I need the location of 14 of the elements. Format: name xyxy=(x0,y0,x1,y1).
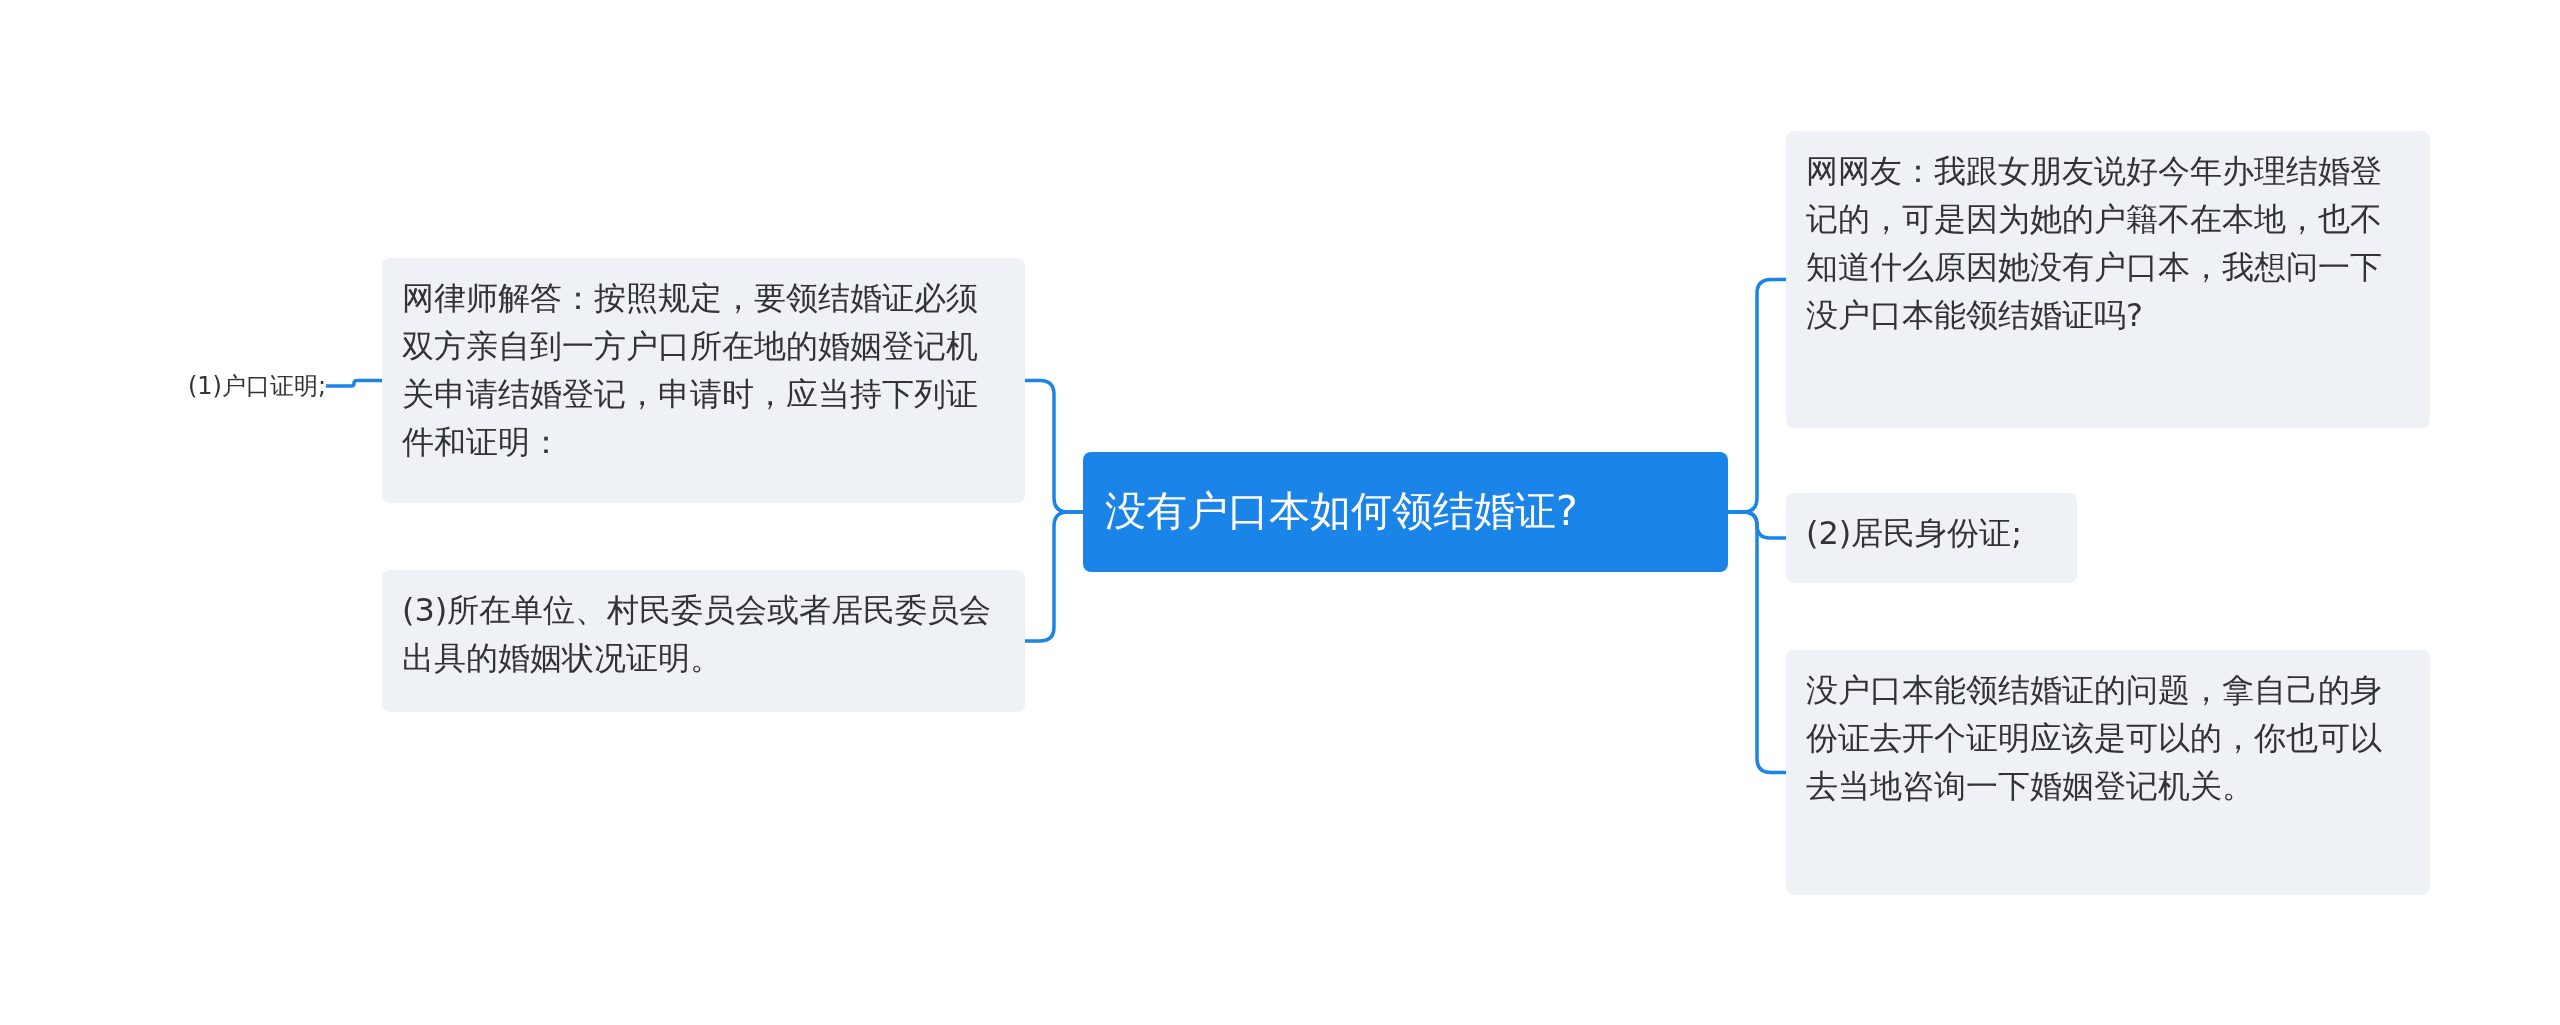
connector-line xyxy=(326,378,382,388)
subtopic-text: (3)所在单位、村民委员会或者居民委员会出具的婚姻状况证明。 xyxy=(402,590,993,679)
subtopic-text: 网律师解答：按照规定，要领结婚证必须双方亲自到一方户口所在地的婚姻登记机关申请结婚登记，申请时，应当持下列证件和证明： xyxy=(402,278,979,463)
subtopic-text: 网网友：我跟女朋友说好今年办理结婚登记的，可是因为她的户籍不在本地，也不知道什么原因她没有户口本，我想问一下没户口本能领结婚证吗? xyxy=(1806,151,2383,336)
subtopic-box xyxy=(382,258,1025,503)
subtopic-box xyxy=(382,570,1025,712)
topic-box xyxy=(1083,452,1728,572)
subtopic-text: 没户口本能领结婚证的问题，拿自己的身份证去开个证明应该是可以的，你也可以去当地咨询一下婚姻登记机关。 xyxy=(1806,670,2383,807)
subtopic-text: (2)居民身份证; xyxy=(1806,513,2024,554)
subtopic-box xyxy=(1786,493,2077,583)
leaf-text: (1)户口证明; xyxy=(186,371,326,401)
subtopic-box xyxy=(1786,650,2430,895)
topic-text: 没有户口本如何领结婚证? xyxy=(1105,487,1579,537)
subtopic-box xyxy=(1786,131,2430,428)
